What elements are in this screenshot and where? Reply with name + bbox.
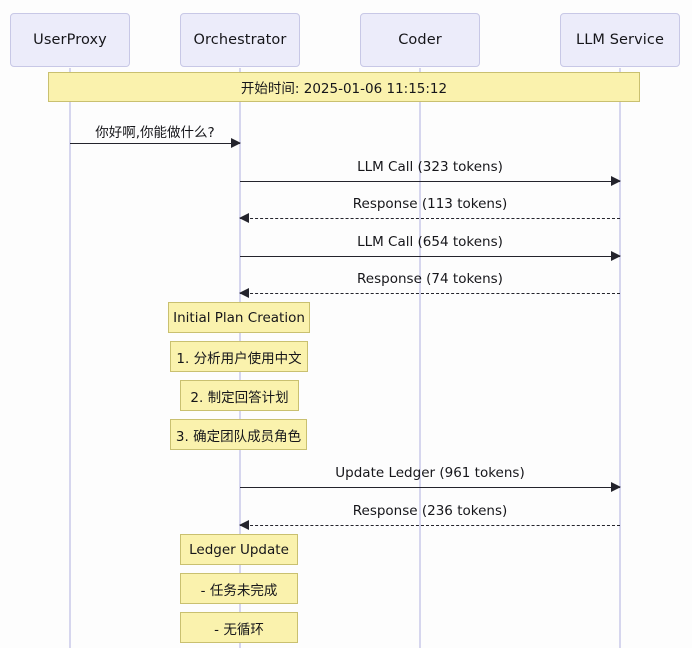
arrowhead-icon [231, 138, 241, 148]
message-line [240, 487, 620, 488]
lifeline-llmservice [619, 68, 621, 648]
message-line [240, 293, 620, 294]
note-text: - 任务未完成 [200, 582, 278, 599]
message-label: Response (74 tokens) [357, 271, 503, 287]
actor-userproxy[interactable]: UserProxy [10, 13, 130, 67]
arrowhead-icon [239, 213, 249, 223]
actor-label: Orchestrator [193, 32, 287, 48]
message-line [240, 218, 620, 219]
note-box: 3. 确定团队成员角色 [170, 419, 307, 450]
message-line [240, 181, 620, 182]
message-label: LLM Call (654 tokens) [357, 234, 503, 250]
note-box: 2. 制定回答计划 [180, 380, 299, 411]
message-label: LLM Call (323 tokens) [357, 159, 503, 175]
arrowhead-icon [611, 482, 621, 492]
message-label: Update Ledger (961 tokens) [335, 465, 525, 481]
lifeline-coder [419, 68, 421, 648]
note-text: Ledger Update [189, 541, 289, 558]
actor-label: UserProxy [33, 32, 107, 48]
note-text: - 无循环 [214, 621, 264, 638]
note-text: 1. 分析用户使用中文 [176, 350, 302, 367]
arrowhead-icon [611, 176, 621, 186]
lifeline-userproxy [69, 68, 71, 648]
actor-orchestrator[interactable]: Orchestrator [180, 13, 300, 67]
arrowhead-icon [611, 251, 621, 261]
message-label: 你好啊,你能做什么? [95, 125, 215, 141]
start-time-banner: 开始时间: 2025-01-06 11:15:12 [48, 72, 640, 102]
note-text: 3. 确定团队成员角色 [175, 428, 302, 445]
start-time-text: 开始时间: 2025-01-06 11:15:12 [240, 81, 448, 97]
message-label: Response (113 tokens) [352, 196, 508, 212]
note-box: - 任务未完成 [180, 573, 298, 604]
note-box: Initial Plan Creation [168, 302, 310, 333]
arrowhead-icon [239, 288, 249, 298]
note-text: Initial Plan Creation [173, 309, 305, 326]
note-box: - 无循环 [180, 612, 298, 643]
note-box: 1. 分析用户使用中文 [170, 341, 308, 372]
actor-coder[interactable]: Coder [360, 13, 480, 67]
actor-label: LLM Service [576, 32, 664, 48]
message-line [70, 143, 240, 144]
actor-label: Coder [398, 32, 442, 48]
actor-llmservice[interactable]: LLM Service [560, 13, 680, 67]
message-line [240, 256, 620, 257]
note-box: Ledger Update [180, 534, 298, 565]
note-text: 2. 制定回答计划 [190, 389, 289, 406]
arrowhead-icon [239, 520, 249, 530]
message-label: Response (236 tokens) [352, 503, 508, 519]
message-line [240, 525, 620, 526]
